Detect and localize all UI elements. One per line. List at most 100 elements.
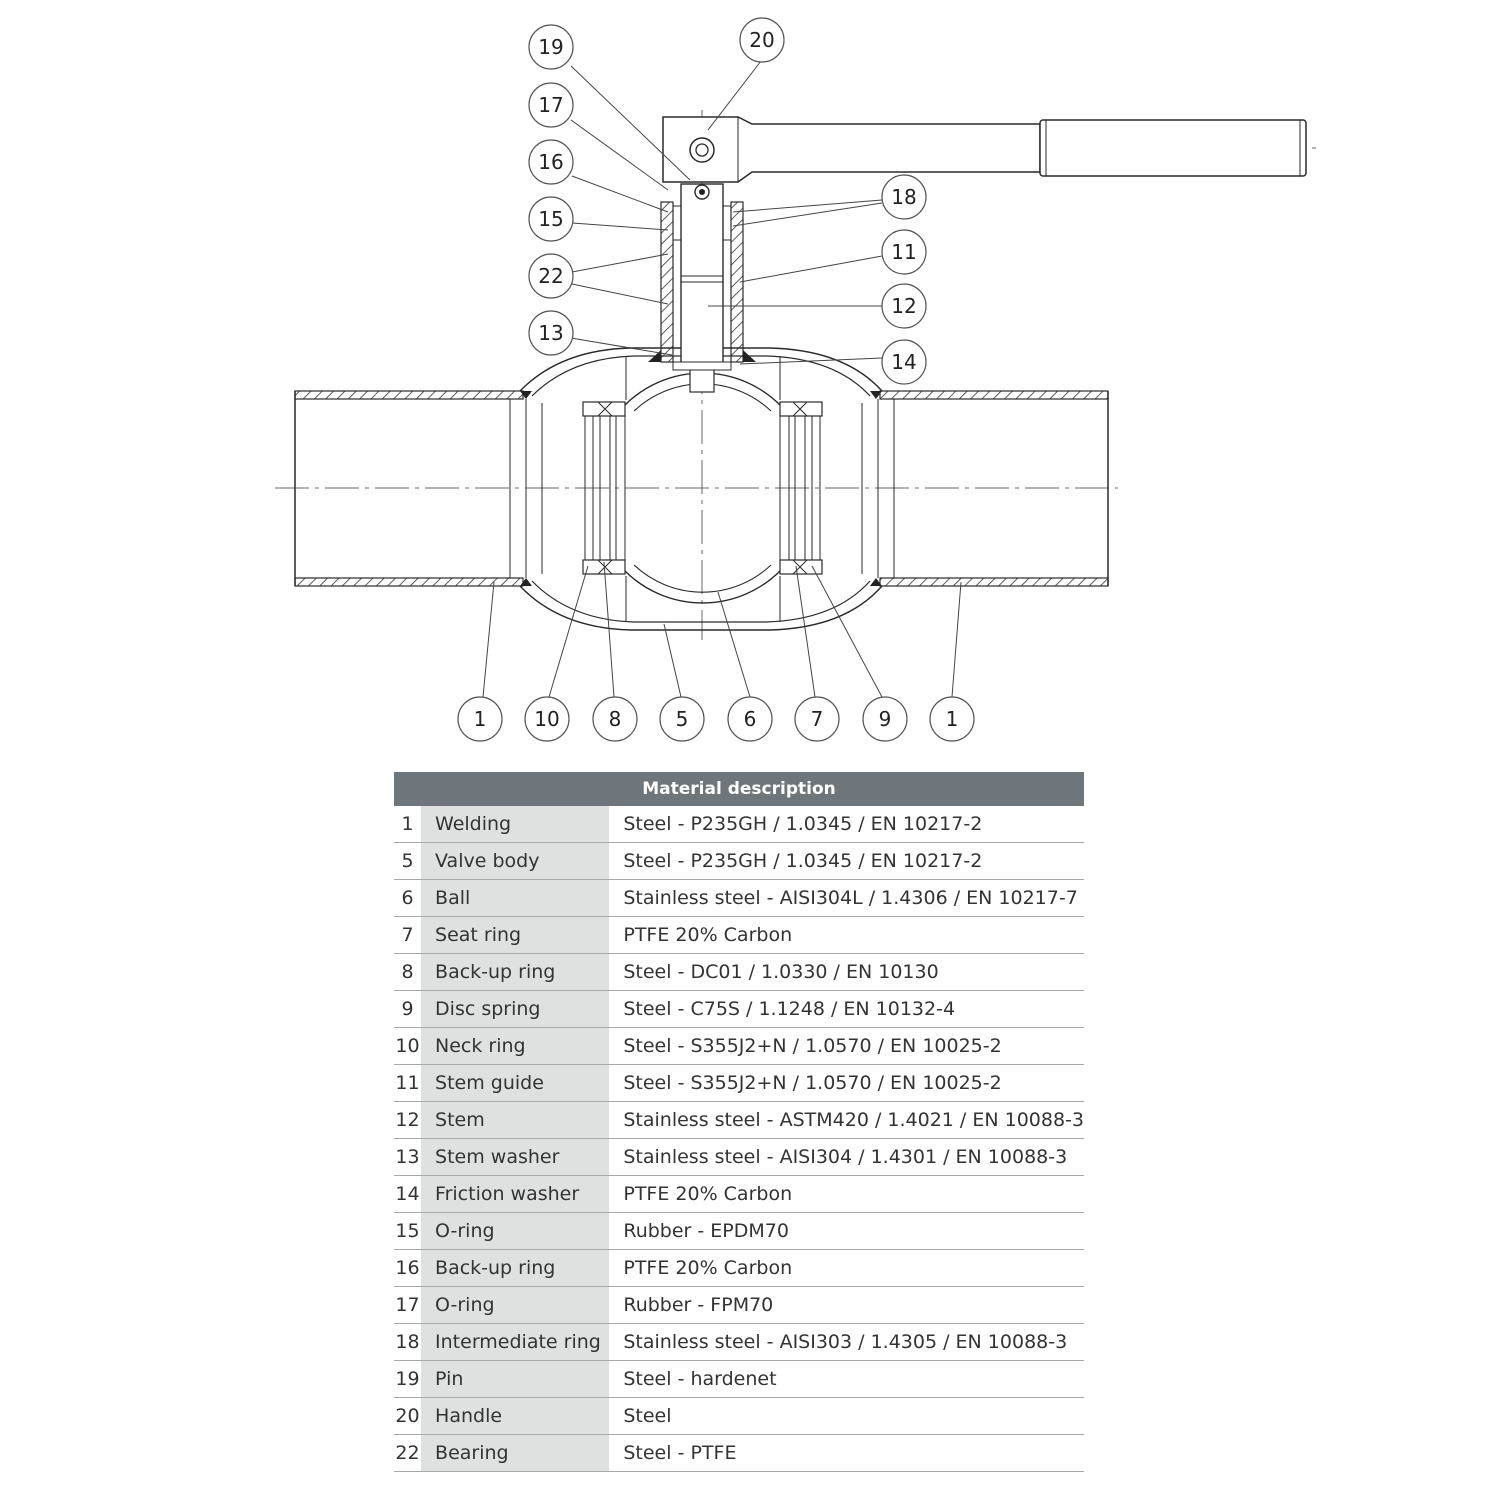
part-name: Ball xyxy=(421,879,610,917)
callout-label: 15 xyxy=(538,207,563,231)
part-name: O-ring xyxy=(421,1212,610,1250)
part-name: Back-up ring xyxy=(421,953,610,991)
part-material: PTFE 20% Carbon xyxy=(609,916,1084,954)
callout-9: 9 xyxy=(862,696,908,742)
part-material: Rubber - FPM70 xyxy=(609,1286,1084,1324)
part-name: Stem xyxy=(421,1101,610,1139)
part-number: 10 xyxy=(394,1027,422,1065)
callout-15: 15 xyxy=(528,196,574,242)
part-number: 19 xyxy=(394,1360,422,1398)
part-number: 22 xyxy=(394,1434,422,1472)
part-material: Steel - hardenet xyxy=(609,1360,1084,1398)
callout-label: 8 xyxy=(609,707,622,731)
part-name: Stem guide xyxy=(421,1064,610,1102)
part-name: Disc spring xyxy=(421,990,610,1028)
callout-5: 5 xyxy=(659,696,705,742)
callout-7: 7 xyxy=(794,696,840,742)
callout-11: 11 xyxy=(881,229,927,275)
table-title: Material description xyxy=(394,772,1084,806)
part-material: Steel xyxy=(609,1397,1084,1435)
part-material: Rubber - EPDM70 xyxy=(609,1212,1084,1250)
callout-label: 6 xyxy=(744,707,757,731)
callout-label: 14 xyxy=(891,350,916,374)
part-number: 13 xyxy=(394,1138,422,1176)
part-material: Stainless steel - ASTM420 / 1.4021 / EN … xyxy=(609,1101,1084,1139)
callout-19: 19 xyxy=(528,24,574,70)
right-welding-pipe xyxy=(861,390,1109,587)
part-material: Stainless steel - AISI304L / 1.4306 / EN… xyxy=(609,879,1084,917)
part-name: Neck ring xyxy=(421,1027,610,1065)
part-number: 7 xyxy=(394,916,422,954)
part-name: Valve body xyxy=(421,842,610,880)
part-material: Steel - S355J2+N / 1.0570 / EN 10025-2 xyxy=(609,1064,1084,1102)
callout-label: 22 xyxy=(538,264,563,288)
valve-cross-section-diagram: 1 10 8 5 6 7 9 1 19 17 16 15 xyxy=(275,17,1318,742)
part-number: 14 xyxy=(394,1175,422,1213)
callout-label: 7 xyxy=(811,707,824,731)
callout-label: 11 xyxy=(891,240,916,264)
part-name: Stem washer xyxy=(421,1138,610,1176)
part-material: Stainless steel - AISI304 / 1.4301 / EN … xyxy=(609,1138,1084,1176)
part-material: Steel - P235GH / 1.0345 / EN 10217-2 xyxy=(609,806,1084,843)
part-name: Friction washer xyxy=(421,1175,610,1213)
callout-label: 19 xyxy=(538,35,563,59)
callout-label: 9 xyxy=(879,707,892,731)
part-name: Handle xyxy=(421,1397,610,1435)
part-number: 11 xyxy=(394,1064,422,1102)
callout-18: 18 xyxy=(881,174,927,220)
part-number: 1 xyxy=(394,806,422,843)
part-number: 12 xyxy=(394,1101,422,1139)
callout-10: 10 xyxy=(524,696,570,742)
part-name: O-ring xyxy=(421,1286,610,1324)
part-name: Back-up ring xyxy=(421,1249,610,1287)
stem-guide xyxy=(648,201,756,363)
part-material: Steel - P235GH / 1.0345 / EN 10217-2 xyxy=(609,842,1084,880)
part-material: PTFE 20% Carbon xyxy=(609,1175,1084,1213)
callout-14: 14 xyxy=(881,339,927,385)
callout-1-right: 1 xyxy=(929,696,975,742)
part-material: Steel - S355J2+N / 1.0570 / EN 10025-2 xyxy=(609,1027,1084,1065)
part-material: Steel - C75S / 1.1248 / EN 10132-4 xyxy=(609,990,1084,1028)
part-material: Stainless steel - AISI303 / 1.4305 / EN … xyxy=(609,1323,1084,1361)
handle xyxy=(662,116,1307,183)
callout-12: 12 xyxy=(881,283,927,329)
part-name: Pin xyxy=(421,1360,610,1398)
part-number: 15 xyxy=(394,1212,422,1250)
callout-13: 13 xyxy=(528,310,574,356)
callout-label: 18 xyxy=(891,185,916,209)
table-header-row: Material description xyxy=(394,772,1084,806)
callout-label: 12 xyxy=(891,294,916,318)
part-name: Intermediate ring xyxy=(421,1323,610,1361)
callout-label: 13 xyxy=(538,321,563,345)
stem xyxy=(672,183,732,393)
part-number: 16 xyxy=(394,1249,422,1287)
callout-1-left: 1 xyxy=(457,696,503,742)
part-number: 20 xyxy=(394,1397,422,1435)
callout-label: 1 xyxy=(946,707,959,731)
callout-label: 16 xyxy=(538,150,563,174)
part-number: 5 xyxy=(394,842,422,880)
callout-label: 5 xyxy=(676,707,689,731)
part-material: Steel - DC01 / 1.0330 / EN 10130 xyxy=(609,953,1084,991)
part-name: Seat ring xyxy=(421,916,610,954)
part-number: 9 xyxy=(394,990,422,1028)
callout-17: 17 xyxy=(528,82,574,128)
part-name: Welding xyxy=(421,806,610,843)
leader-lines xyxy=(482,60,962,698)
part-name: Bearing xyxy=(421,1434,610,1472)
